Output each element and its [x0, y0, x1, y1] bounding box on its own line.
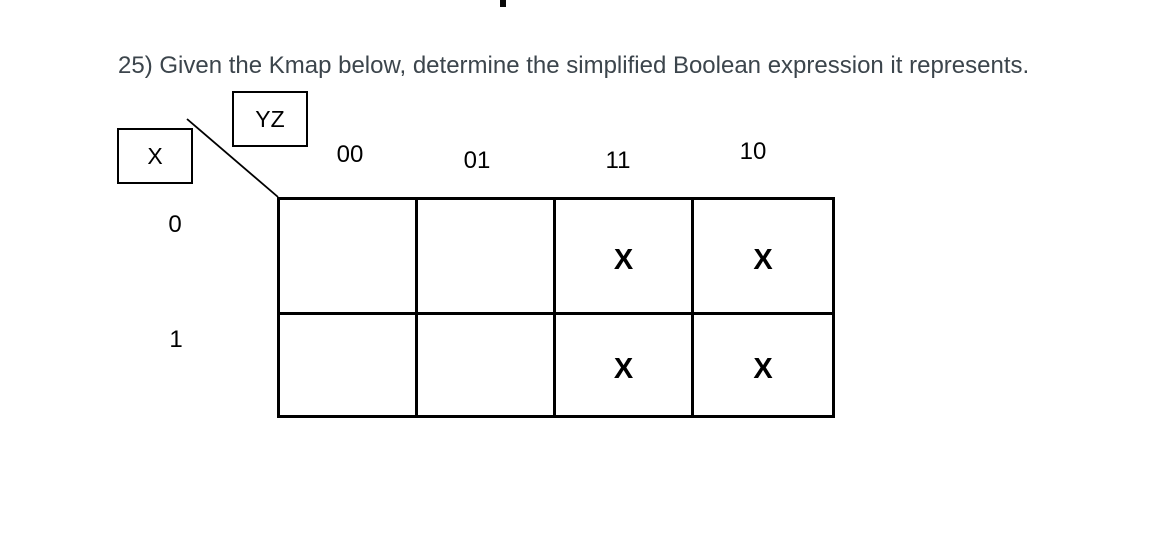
kmap-cell-r1c3: X: [753, 352, 773, 385]
row-header-1: 1: [169, 326, 183, 353]
col-header-11: 11: [605, 147, 631, 174]
col-variable-box: YZ: [232, 91, 308, 147]
kmap-cell-r0c2: X: [556, 200, 694, 315]
cropped-letter-fragment: [500, 0, 506, 7]
col-variable-label: YZ: [255, 105, 285, 132]
row-header-0: 0: [168, 211, 182, 238]
question-text: 25) Given the Kmap below, determine the …: [118, 52, 1030, 79]
col-header-00: 00: [336, 141, 364, 168]
kmap-cell-r0c3: X: [694, 200, 832, 315]
kmap-cell-r0c0: [280, 200, 418, 315]
kmap-cell-r1c0: [280, 315, 418, 415]
kmap-grid: X X X X: [277, 197, 835, 418]
row-variable-box: X: [117, 128, 193, 184]
col-header-10: 10: [739, 138, 767, 165]
kmap-cell-r1c2: X: [556, 315, 694, 415]
diagonal-divider-line: [186, 118, 279, 198]
kmap-cell-r0c1: [418, 200, 556, 315]
kmap-cell-r1c1: [418, 315, 556, 415]
col-header-01: 01: [463, 147, 491, 174]
row-variable-label: X: [147, 142, 163, 169]
